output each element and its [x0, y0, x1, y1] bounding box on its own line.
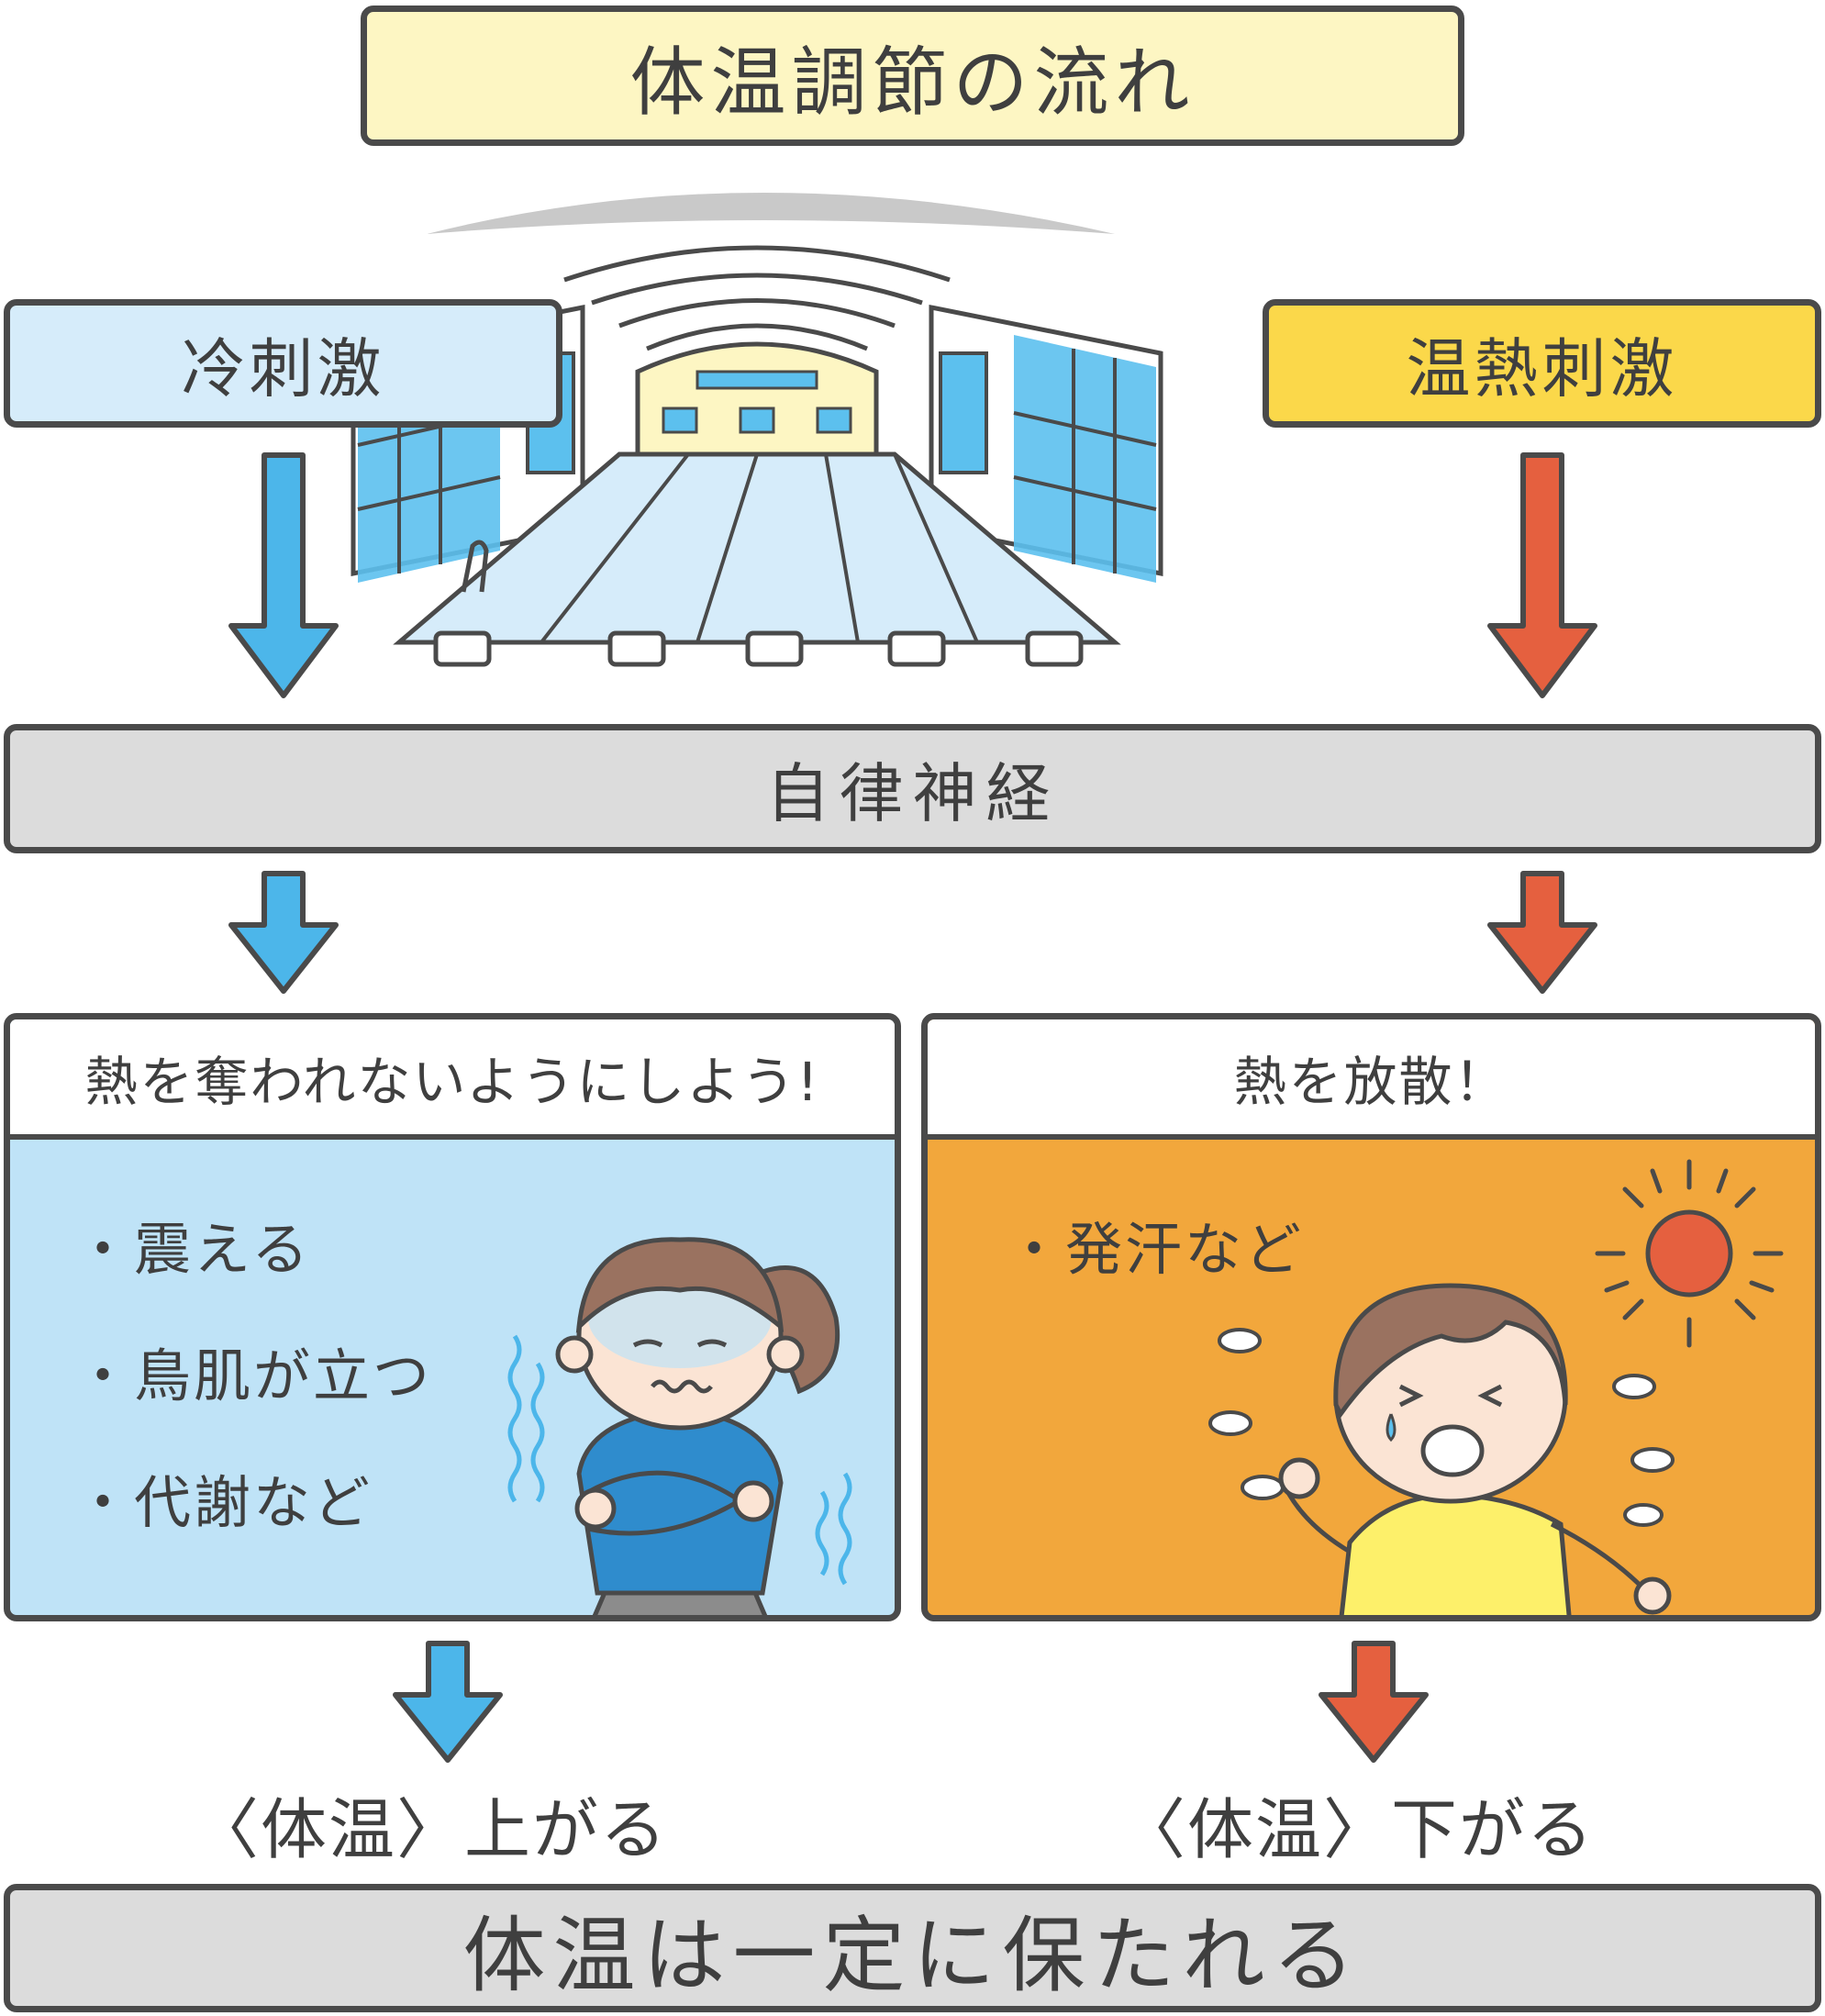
autonomic-nerve-box: 自律神経 [4, 724, 1821, 853]
cold-down-arrow-2 [228, 871, 339, 994]
heat-down-arrow-2 [1487, 871, 1597, 994]
cold-response-item: ・鳥肌が立つ [74, 1342, 433, 1409]
heat-panel-heading: 熱を放散！ [928, 1019, 1815, 1140]
heat-response-item: ・発汗など [1006, 1216, 1305, 1283]
cold-down-arrow-3 [393, 1641, 503, 1763]
heat-down-arrow-3 [1319, 1641, 1429, 1763]
cold-response-panel: 熱を奪われないようにしよう! ・震える ・鳥肌が立つ ・代謝など [4, 1013, 901, 1621]
cold-result-text: 〈体温〉上がる [193, 1791, 669, 1868]
heat-response-panel: 熱を放散！ ・発汗など [921, 1013, 1821, 1621]
shivering-girl-illustration [507, 1237, 852, 1615]
heat-result-text: 〈体温〉下がる [1119, 1791, 1596, 1868]
cold-stimulus-box: 冷刺激 [4, 299, 562, 428]
sun-icon [1595, 1159, 1784, 1348]
indoor-pool-illustration [351, 193, 1163, 667]
heat-stimulus-box: 温熱刺激 [1263, 299, 1821, 428]
conclusion-box: 体温は一定に保たれる [4, 1884, 1821, 2012]
sweating-girl-illustration [1208, 1283, 1675, 1615]
heat-down-arrow-1 [1487, 452, 1597, 698]
cold-response-item: ・代謝など [74, 1469, 373, 1536]
diagram-title: 体温調節の流れ [361, 6, 1464, 146]
cold-panel-heading: 熱を奪われないようにしよう! [10, 1019, 895, 1140]
cold-response-item: ・震える [74, 1216, 312, 1283]
cold-down-arrow-1 [228, 452, 339, 698]
